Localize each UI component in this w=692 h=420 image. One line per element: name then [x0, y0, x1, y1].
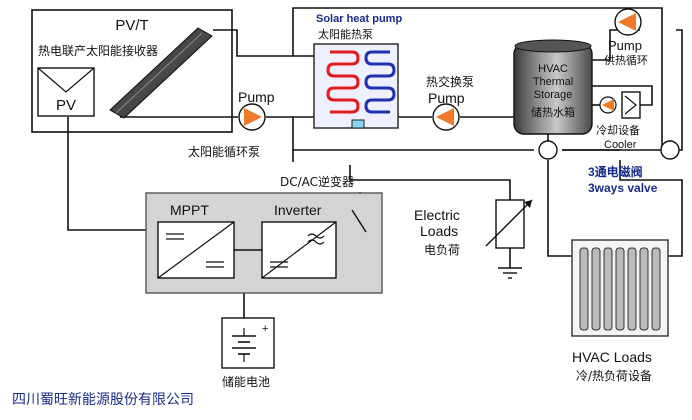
valve-label: 3ways valve: [588, 181, 658, 195]
mppt-block: [157, 221, 235, 279]
cooler-pump-icon: [602, 99, 614, 111]
radiator-icon: [579, 247, 661, 331]
pump-top-right-icon: [618, 13, 636, 31]
solar-heat-pump: Solar heat pump 太阳能热泵: [313, 13, 402, 129]
solar-collector-icon: [109, 27, 213, 119]
pvt-subtitle: 热电联产太阳能接收器: [38, 43, 158, 58]
heat-pump-title: Solar heat pump: [316, 13, 402, 25]
pump-left-icon: [244, 108, 262, 126]
electric-loads-line2: Loads: [420, 223, 458, 239]
dcac-label: DC/AC逆变器: [280, 174, 354, 189]
switch-icon: [351, 209, 367, 233]
valve-right-icon: [660, 140, 680, 160]
pump-middle-label: Pump: [428, 90, 465, 106]
pump-middle: 热交换泵 Pump: [426, 74, 474, 131]
evaporator-coil-icon: [364, 50, 396, 114]
pump-middle-label-cn: 热交换泵: [426, 74, 474, 89]
battery: + 储能电池: [221, 317, 275, 389]
cooler-icon: [624, 95, 637, 115]
hvac-loads: HVAC Loads 冷/热负荷设备: [571, 239, 669, 383]
pump-top-right-subtitle: 供热循环: [604, 53, 648, 67]
variable-resistor-icon: [495, 199, 525, 249]
inverter-block: [261, 221, 337, 279]
valve-left-icon: [538, 140, 558, 160]
pump-middle-icon: [436, 108, 454, 126]
compressor-icon: [351, 119, 365, 129]
pvt-title: PV/T: [115, 17, 148, 34]
cooler-label-cn: 冷却设备: [596, 123, 640, 137]
dcac-inverter: DC/AC逆变器 MPPT Inverter: [145, 174, 383, 294]
pump-top-right: Pump 供热循环: [604, 8, 648, 67]
tank-line3: Storage: [534, 89, 573, 101]
electric-loads: Electric Loads 电负荷: [414, 199, 533, 279]
pump-left-subtitle: 太阳能循环泵: [188, 144, 260, 159]
hvac-loads-subtitle: 冷/热负荷设备: [576, 369, 652, 383]
valve-label-cn: 3通电磁阀: [588, 164, 643, 179]
company-name: 四川蜀旺新能源股份有限公司: [12, 392, 194, 408]
thermal-storage-tank: HVAC Thermal Storage 储热水箱: [513, 39, 593, 135]
battery-label: 储能电池: [222, 374, 270, 389]
mppt-label: MPPT: [170, 202, 209, 218]
cooler: 冷却设备 Cooler: [596, 91, 641, 151]
pump-left-label: Pump: [238, 89, 275, 105]
three-way-valves: 3通电磁阀 3ways valve: [538, 140, 680, 195]
condenser-coil-icon: [326, 50, 360, 114]
inverter-label: Inverter: [274, 202, 322, 218]
electric-loads-line1: Electric: [414, 207, 460, 223]
cooler-label: Cooler: [604, 139, 637, 151]
heat-pump-subtitle: 太阳能热泵: [318, 27, 373, 41]
battery-plus: +: [262, 323, 268, 335]
hvac-loads-label: HVAC Loads: [572, 349, 652, 365]
tank-line1: HVAC: [538, 63, 568, 75]
tank-subtitle: 储热水箱: [531, 105, 575, 119]
pump-left: Pump 太阳能循环泵: [188, 89, 275, 159]
pump-top-right-label: Pump: [608, 38, 642, 53]
electric-loads-subtitle: 电负荷: [424, 243, 460, 257]
tank-line2: Thermal: [533, 76, 573, 88]
pvt-module: PV/T 热电联产太阳能接收器 PV: [31, 9, 233, 133]
pv-label: PV: [56, 97, 76, 114]
